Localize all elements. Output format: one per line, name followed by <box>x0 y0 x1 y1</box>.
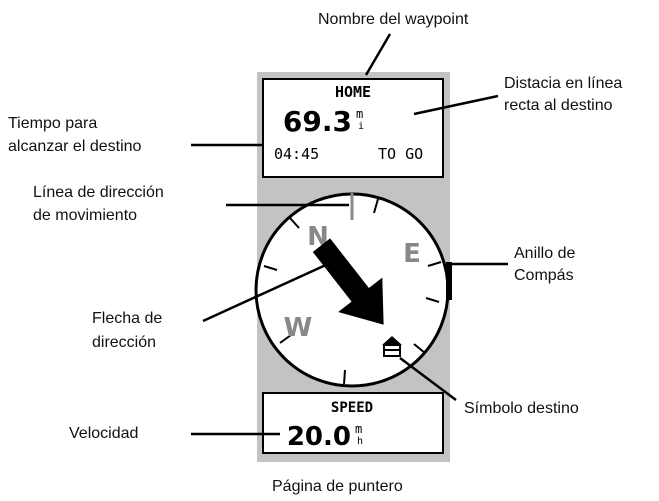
callout-distance-line1: Distacia en línea <box>504 75 623 92</box>
callout-ring-line2: Compás <box>514 267 574 284</box>
speed-value: 20.0 <box>287 422 351 452</box>
callout-destination-symbol: Símbolo destino <box>464 400 579 417</box>
waypoint-name: HOME <box>335 83 371 101</box>
speed-unit-bottom: h <box>357 436 363 447</box>
callout-arrow-line1: Flecha de <box>92 310 163 327</box>
callout-waypoint-name: Nombre del waypoint <box>318 11 469 28</box>
leader-waypoint <box>364 33 392 76</box>
ring-marker <box>446 262 452 300</box>
distance-unit-top: m <box>356 107 363 121</box>
callout-time-line1: Tiempo para <box>8 115 98 132</box>
page-title: Página de puntero <box>272 478 403 495</box>
callout-arrow-line2: dirección <box>92 334 157 351</box>
compass: N E W <box>254 192 452 388</box>
leader-distance <box>413 94 499 116</box>
east-letter: E <box>403 239 421 269</box>
distance-unit-bottom: i <box>358 121 364 132</box>
speed-panel <box>262 392 444 454</box>
to-go-label: TO GO <box>378 145 423 163</box>
time-to-go: 04:45 <box>274 145 319 163</box>
west-letter: W <box>284 313 313 343</box>
callout-distance-line2: recta al destino <box>504 97 613 114</box>
leader-arrow <box>202 262 329 323</box>
callout-heading-line1: Línea de dirección <box>33 184 164 201</box>
leader-lines <box>191 33 508 436</box>
leader-destination <box>399 357 457 401</box>
top-info-panel <box>262 78 444 178</box>
speed-unit-top: m <box>355 422 362 436</box>
destination-symbol-icon <box>382 336 402 357</box>
callout-heading-line2: de movimiento <box>33 207 138 224</box>
direction-arrow <box>312 238 384 325</box>
distance-value: 69.3 <box>283 105 352 138</box>
callout-time-line2: alcanzar el destino <box>8 138 142 155</box>
callout-speed: Velocidad <box>69 425 139 442</box>
speed-label: SPEED <box>331 400 373 416</box>
callout-ring-line1: Anillo de <box>514 245 576 262</box>
compass-ticks <box>263 198 442 385</box>
